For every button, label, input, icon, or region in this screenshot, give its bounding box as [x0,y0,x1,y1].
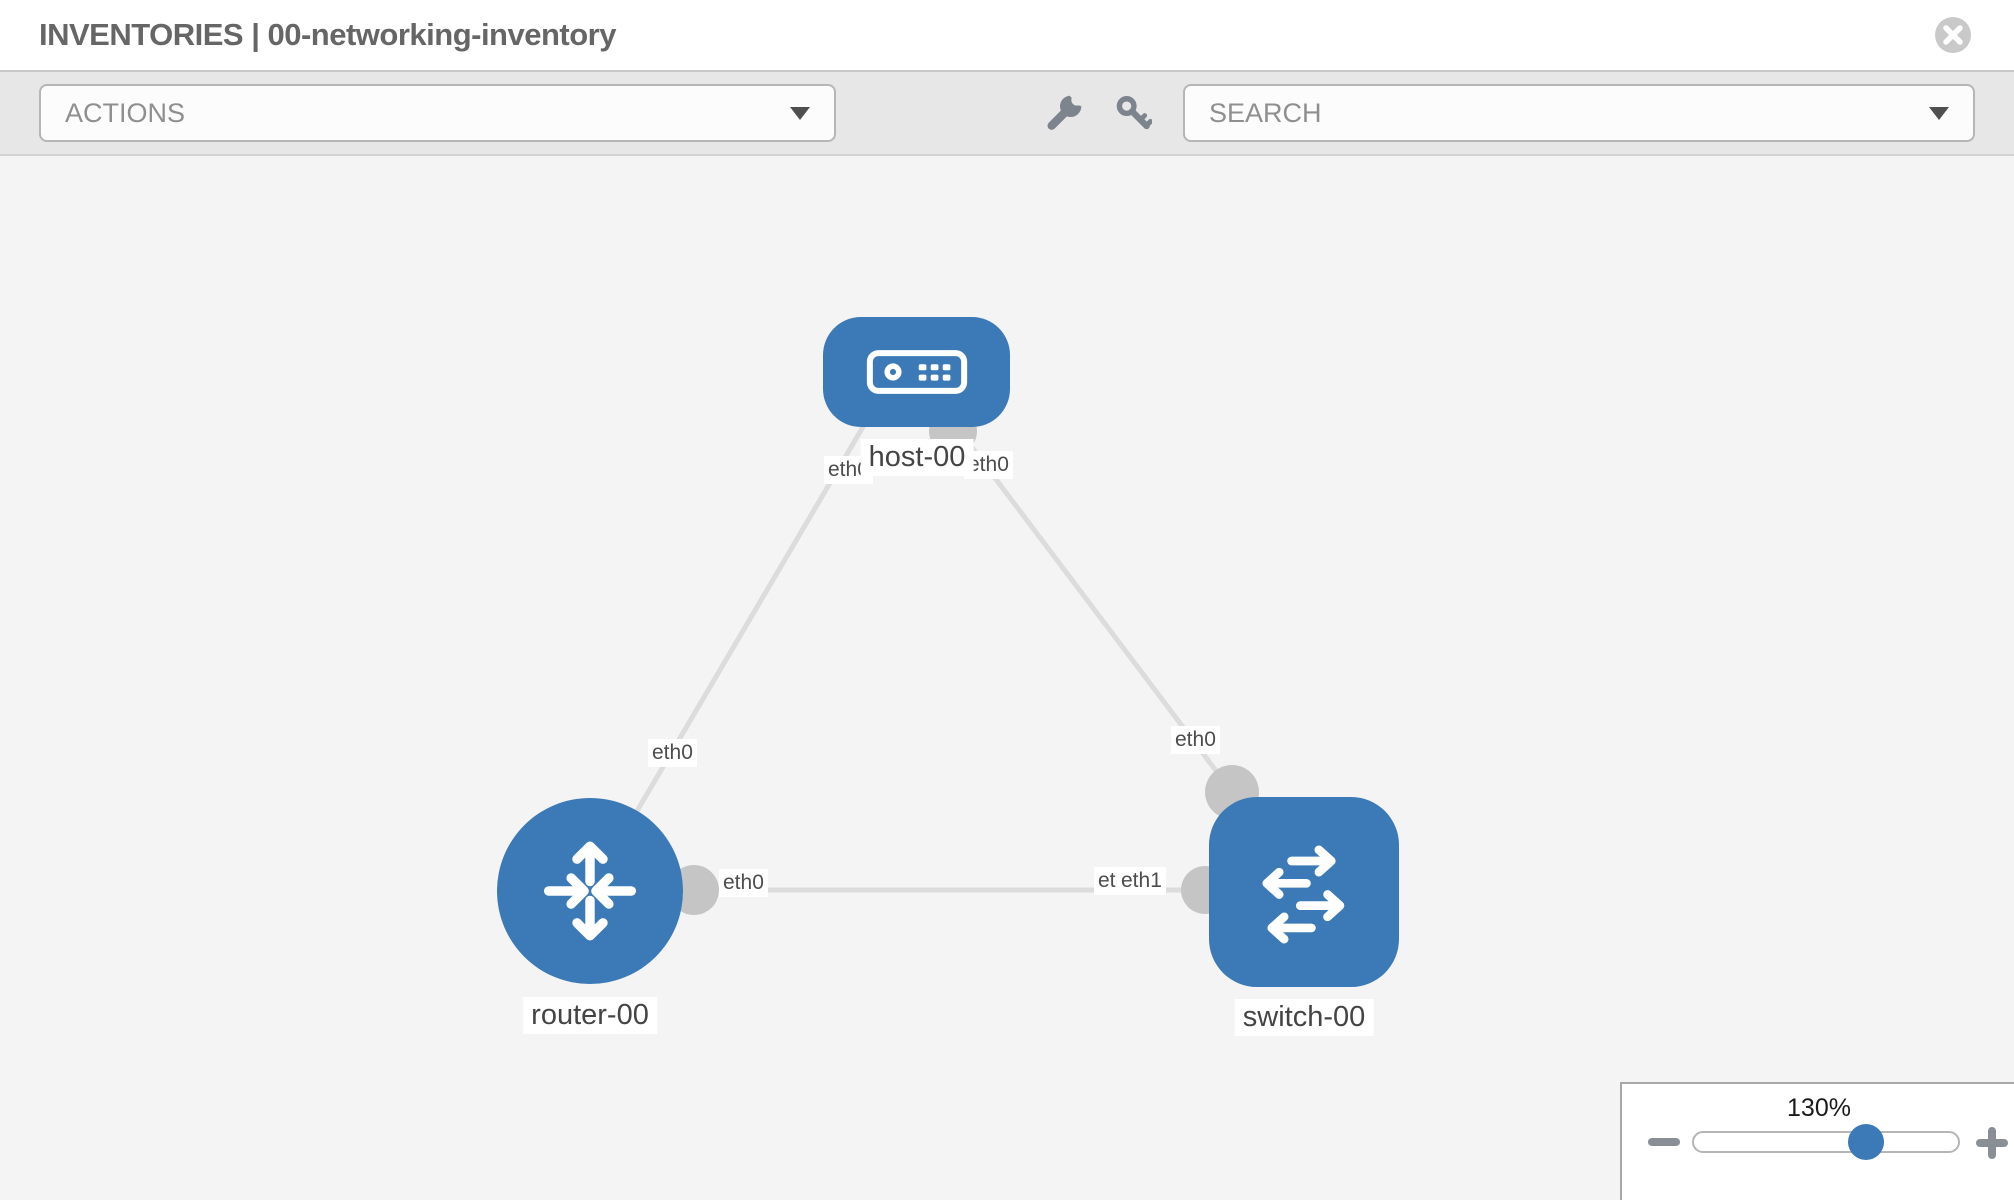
zoom-control-panel: 130% [1620,1082,2014,1200]
node-router[interactable] [497,798,683,984]
close-button[interactable] [1934,16,1972,54]
chevron-down-icon [790,107,810,120]
close-icon [1935,17,1971,53]
node-label-switch: switch-00 [1234,999,1374,1036]
chevron-down-icon [1929,107,1949,120]
header: INVENTORIES | 00-networking-inventory [0,0,2014,72]
zoom-slider-track[interactable] [1692,1124,1960,1160]
zoom-slider-handle[interactable] [1848,1124,1884,1160]
toolbar-icon-group [1044,72,1152,154]
router-arrows-icon [543,841,637,941]
zoom-level-value: 130% [1787,1094,1851,1122]
key-icon[interactable] [1114,94,1152,132]
page-title: INVENTORIES | 00-networking-inventory [39,17,616,52]
wrench-icon[interactable] [1044,93,1084,133]
interface-label: eth1 [1117,867,1166,895]
switch-arrows-icon [1262,845,1345,944]
node-host[interactable] [823,317,1010,427]
topology-canvas[interactable]: host-00 router-00 switch-00 eth0 eth0 et… [0,156,2014,1200]
actions-dropdown[interactable]: ACTIONS [39,84,836,142]
node-label-router: router-00 [523,997,657,1034]
server-icon [866,350,967,394]
node-switch[interactable] [1209,797,1399,987]
interface-label: eth0 [1171,726,1220,754]
actions-dropdown-label: ACTIONS [65,97,186,128]
links-layer [587,407,1259,915]
toolbar: ACTIONS SEARC [0,72,2014,156]
search-dropdown-label: SEARCH [1209,97,1322,128]
search-dropdown[interactable]: SEARCH [1183,84,1975,142]
interface-label: eth0 [648,739,697,767]
node-label-host: host-00 [860,439,974,476]
zoom-out-button[interactable] [1648,1138,1680,1146]
zoom-in-button[interactable] [1976,1127,2008,1159]
interface-label: eth0 [719,869,768,897]
